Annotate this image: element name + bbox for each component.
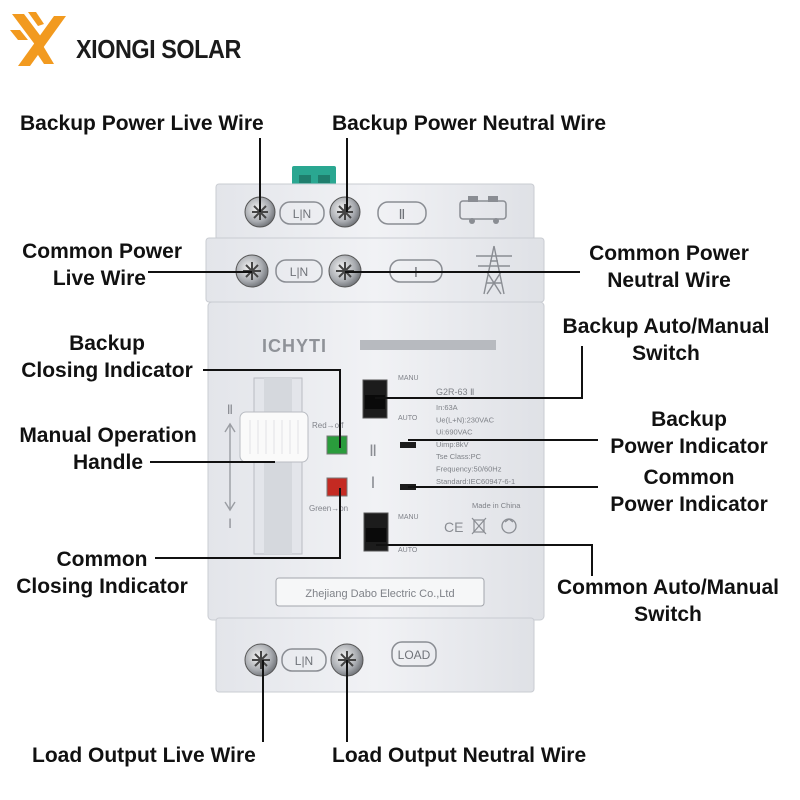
spec-line: Standard:IEC60947-6-1 (436, 477, 515, 486)
indicator-mark-backup: Ⅱ (369, 443, 377, 460)
callout-backup-live: Backup Power Live Wire (20, 112, 264, 135)
weee-bin-icon (471, 517, 487, 535)
callout-common-live: Common Power Live Wire (6, 238, 182, 292)
callout-common-switch-line1: Common Auto/Manual (556, 576, 780, 599)
callout-backup-neutral: Backup Power Neutral Wire (332, 112, 607, 135)
load-terminal-label: L|N (295, 654, 313, 668)
load-terminal-marker (281, 648, 327, 672)
handle-top-mark: Ⅱ (227, 402, 233, 417)
leader-common-closing (155, 488, 341, 559)
made-in-label: Made in China (472, 501, 521, 510)
green-on-note: Green→on (309, 504, 348, 513)
recycle-icon (501, 518, 517, 534)
leader-lines (148, 138, 598, 742)
spec-line: Ue(L+N):230VAC (436, 415, 495, 424)
maker-mark: ICHYTI (262, 336, 327, 356)
manufacturer-name: Zhejiang Dabo Electric Co.,Ltd (305, 588, 454, 600)
callout-common-closing-line1: Common (56, 548, 148, 571)
generator-symbol-icon (459, 196, 507, 224)
common-switch-auto-label: AUTO (398, 547, 418, 554)
callout-backup-power-indicator: Backup Power Indicator (596, 406, 782, 460)
callout-common-live-line2: Live Wire (52, 267, 146, 290)
callout-load-live: Load Output Live Wire (32, 744, 256, 767)
common-closing-indicator (326, 477, 348, 497)
backup-closing-indicator (326, 435, 348, 455)
common-terminal-label: L|N (290, 265, 308, 279)
leader-backup-closing (203, 369, 341, 448)
callout-backup-power-indicator-line1: Backup (651, 408, 727, 431)
model-label: G2R-63 Ⅱ (436, 387, 474, 397)
common-terminal-marker (275, 259, 323, 283)
callout-common-neutral-line1: Common Power (589, 242, 749, 265)
callout-backup-switch-line2: Switch (632, 342, 700, 365)
indicator-mark-common: Ⅰ (371, 475, 376, 492)
callout-common-neutral-line2: Neutral Wire (607, 269, 731, 292)
backup-neutral-screw-icon (329, 196, 361, 228)
callout-common-live-line1: Common Power (22, 240, 182, 263)
spec-line: Ui:690VAC (436, 428, 473, 437)
handle-bottom-mark: Ⅰ (228, 516, 232, 531)
spec-line: Uimp:8kV (436, 440, 469, 449)
xiongi-logo-icon (10, 12, 66, 66)
spec-line: In:63A (436, 403, 458, 412)
callout-backup-closing-line2: Closing Indicator (21, 359, 193, 382)
callout-backup-power-indicator-line2: Power Indicator (610, 435, 768, 458)
maker-bar (360, 340, 496, 350)
callout-common-neutral: Common Power Neutral Wire (574, 240, 764, 294)
load-live-screw-icon (244, 643, 278, 677)
callout-common-switch: Common Auto/Manual Switch (540, 574, 796, 628)
backup-terminal-label: L|N (293, 207, 311, 221)
red-off-note: Red→off (312, 421, 344, 430)
callout-common-switch-line2: Switch (634, 603, 702, 626)
common-switch-manu-label: MANU (398, 514, 419, 521)
spec-line: Frequency:50/60Hz (436, 465, 502, 474)
backup-switch-auto-label: AUTO (398, 415, 418, 422)
leader-common-switch (376, 544, 593, 576)
leader-backup-switch (375, 346, 583, 399)
ce-mark: CE (444, 519, 463, 535)
callout-manual-handle-line1: Manual Operation (19, 424, 197, 447)
callout-backup-closing-line1: Backup (69, 332, 145, 355)
callout-backup-switch: Backup Auto/Manual Switch (546, 313, 786, 367)
backup-switch-manu-label: MANU (398, 375, 419, 382)
callout-common-power-indicator-line1: Common (643, 466, 735, 489)
load-mark: LOAD (398, 648, 431, 662)
callout-common-closing-line2: Closing Indicator (16, 575, 188, 598)
callout-common-power-indicator-line2: Power Indicator (610, 493, 768, 516)
load-terminal-block (215, 617, 535, 693)
spec-list: In:63A Ue(L+N):230VAC Ui:690VAC Uimp:8kV Tse… (436, 403, 515, 486)
backup-source-marker (377, 201, 427, 225)
backup-source-mark: Ⅱ (399, 206, 406, 222)
brand-name: XIONGI SOLAR (76, 34, 241, 64)
callout-common-closing: Common Closing Indicator (4, 546, 200, 600)
callout-backup-closing: Backup Closing Indicator (8, 330, 206, 384)
callout-load-neutral: Load Output Neutral Wire (332, 744, 587, 767)
handle-direction-arrow-icon (224, 422, 236, 512)
backup-power-indicator (400, 442, 416, 448)
brand-logo: XIONGI SOLAR (8, 8, 258, 78)
spec-line: Tse Class:PC (436, 452, 482, 461)
load-marker (391, 641, 437, 667)
backup-terminal-marker (279, 201, 325, 225)
manufacturer-plate (275, 577, 485, 607)
callout-backup-switch-line1: Backup Auto/Manual (562, 315, 770, 338)
callout-common-power-indicator: Common Power Indicator (596, 464, 782, 518)
callout-manual-handle-line2: Handle (72, 451, 143, 474)
callout-manual-handle: Manual Operation Handle (4, 422, 212, 476)
